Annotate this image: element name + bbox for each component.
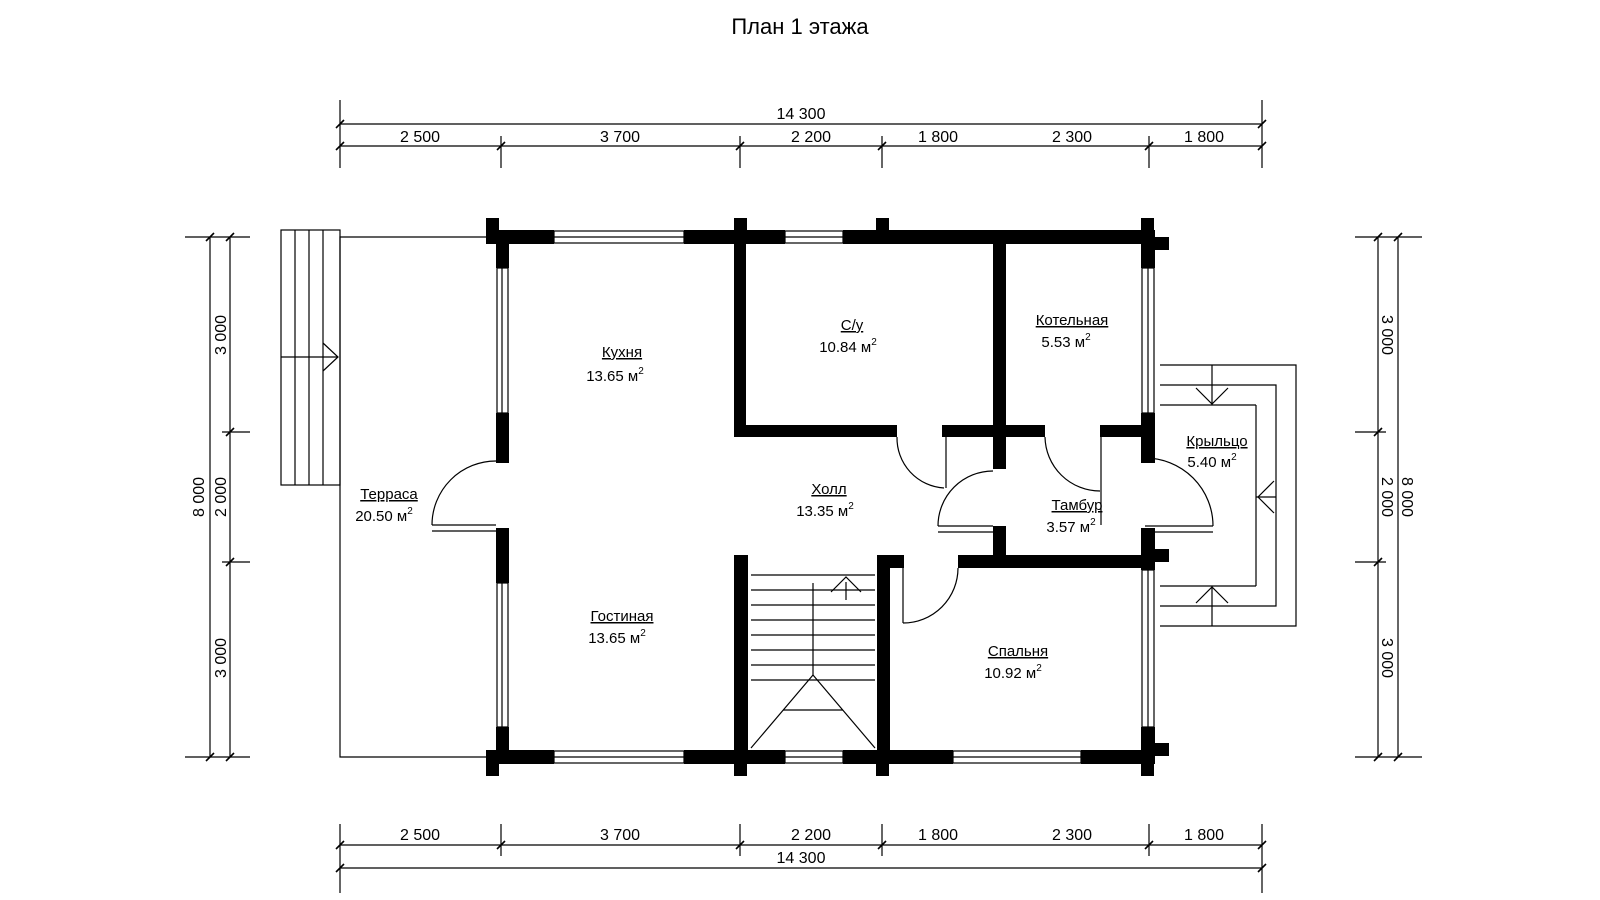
room-kitchen-name: Кухня — [602, 344, 642, 361]
dim-top-seg: 2 500 — [400, 129, 440, 146]
room-porch-area: 5.40 м2 — [1187, 452, 1237, 471]
door-jambs — [902, 437, 1102, 623]
room-terrace-area: 20.50 м2 — [355, 506, 413, 525]
dimension-lines — [185, 100, 1422, 893]
dim-right-seg: 3 000 — [1378, 315, 1395, 355]
room-bedroom-area: 10.92 м2 — [984, 663, 1042, 682]
room-bathroom-name: С/у — [841, 317, 864, 334]
dim-bottom-seg: 1 800 — [1184, 827, 1224, 844]
dim-bottom-seg: 2 500 — [400, 827, 440, 844]
dim-bottom-seg: 3 700 — [600, 827, 640, 844]
dim-bottom-seg: 2 200 — [791, 827, 831, 844]
dim-left-seg: 3 000 — [213, 638, 230, 678]
room-living-name: Гостиная — [591, 608, 654, 625]
dim-right-seg: 2 000 — [1378, 477, 1395, 517]
dim-top-seg: 1 800 — [1184, 129, 1224, 146]
room-boiler-name: Котельная — [1036, 312, 1109, 329]
room-living-area: 13.65 м2 — [588, 628, 646, 647]
staircase — [750, 574, 876, 749]
walls — [486, 218, 1169, 776]
room-bathroom-area: 10.84 м2 — [819, 337, 877, 356]
dim-bottom-total: 14 300 — [777, 850, 826, 867]
windows — [496, 230, 1155, 764]
dim-top-seg: 1 800 — [918, 129, 958, 146]
dim-top-total: 14 300 — [777, 106, 826, 123]
dim-bottom-seg: 2 300 — [1052, 827, 1092, 844]
room-kitchen-area: 13.65 м2 — [586, 366, 644, 385]
dim-top-seg: 3 700 — [600, 129, 640, 146]
room-bedroom-name: Спальня — [988, 643, 1048, 660]
plan-title: План 1 этажа — [731, 14, 869, 39]
dim-left-seg: 2 000 — [213, 477, 230, 517]
terrace-steps — [280, 229, 341, 486]
room-vestibule-area: 3.57 м2 — [1046, 517, 1096, 536]
dim-bottom-seg: 1 800 — [918, 827, 958, 844]
room-labels: Кухня 13.65 м2 С/у 10.84 м2 Котельная 5.… — [355, 312, 1247, 682]
room-vestibule-name: Тамбур — [1052, 497, 1103, 514]
dim-right-total: 8 000 — [1398, 477, 1415, 517]
dimension-texts: 14 300 2 500 3 700 2 200 1 800 2 300 1 8… — [191, 106, 1415, 867]
terrace-outline — [339, 236, 486, 758]
room-hall-area: 13.35 м2 — [796, 501, 854, 520]
dim-top-seg: 2 200 — [791, 129, 831, 146]
room-hall-name: Холл — [811, 481, 846, 498]
dim-left-seg: 3 000 — [213, 315, 230, 355]
dim-top-seg: 2 300 — [1052, 129, 1092, 146]
porch-outline — [1160, 364, 1297, 627]
dimension-ticks — [205, 119, 1403, 873]
dim-left-total: 8 000 — [191, 477, 208, 517]
room-boiler-area: 5.53 м2 — [1041, 332, 1091, 351]
dim-right-seg: 3 000 — [1378, 638, 1395, 678]
room-terrace-name: Терраса — [360, 486, 418, 503]
room-porch-name: Крыльцо — [1186, 433, 1247, 450]
doors — [431, 436, 1214, 624]
